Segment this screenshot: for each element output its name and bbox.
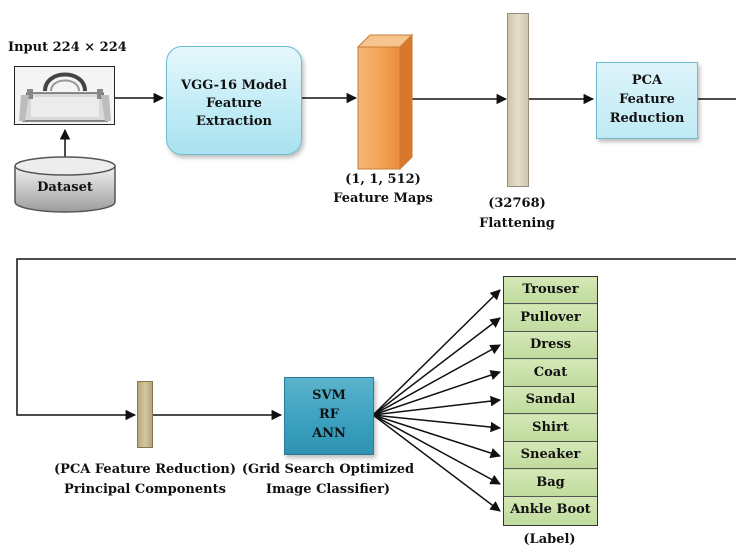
line-wraparound: [16, 258, 736, 421]
pca-label-line-1: PCA: [631, 73, 663, 88]
dataset-label: Dataset: [37, 180, 93, 195]
vgg-label-line-3: Extraction: [196, 114, 272, 129]
label-cell-ankle-boot: Ankle Boot: [504, 497, 597, 524]
label-cell-shirt: Shirt: [504, 414, 597, 442]
arrow-to-label-5: [372, 395, 502, 416]
arrow-to-label-2: [372, 317, 501, 416]
pca-feature-reduction-box: PCA Feature Reduction: [596, 62, 698, 139]
vgg16-feature-extraction-box: VGG-16 Model Feature Extraction: [166, 46, 302, 155]
arrow-to-label-4: [372, 370, 501, 416]
pc-caption-line-1: (PCA Feature Reduction): [54, 462, 236, 477]
label-caption: (Label): [523, 532, 576, 547]
classifier-caption-line-1: (Grid Search Optimized: [241, 462, 415, 477]
pca-label-line-2: Feature: [619, 92, 675, 107]
handbag-icon: [15, 67, 114, 124]
classifier-ann: ANN: [312, 426, 346, 441]
vgg-label-line-1: VGG-16 Model: [181, 78, 287, 93]
flatten-vector-bar: [507, 13, 529, 187]
arrow-to-label-8: [372, 414, 501, 485]
input-size-label: Input 224 × 224: [8, 40, 127, 55]
flatten-label: Flattening: [479, 216, 555, 231]
principal-components-bar: [137, 381, 153, 448]
feature-maps-label: Feature Maps: [333, 191, 433, 206]
label-cell-pullover: Pullover: [504, 304, 597, 332]
pc-caption-line-2: Principal Components: [64, 482, 226, 497]
arrow-to-label-6: [372, 414, 502, 433]
vgg-label-line-2: Feature: [206, 96, 262, 111]
pca-label-line-3: Reduction: [609, 111, 685, 126]
classifier-box: SVM RF ANN: [284, 377, 374, 455]
classifier-rf: RF: [318, 407, 340, 422]
label-cell-dress: Dress: [504, 332, 597, 359]
arrow-to-label-7: [372, 414, 501, 459]
classifier-caption-line-2: Image Classifier): [265, 482, 391, 497]
label-cell-bag: Bag: [504, 469, 597, 497]
label-table: Trouser Pullover Dress Coat Sandal Shirt…: [503, 276, 598, 526]
arrow-to-label-1: [372, 289, 501, 416]
feature-maps-shape: (1, 1, 512): [345, 172, 421, 187]
label-cell-sneaker: Sneaker: [504, 442, 597, 469]
handbag-sample-image: [14, 66, 115, 125]
label-cell-coat: Coat: [504, 359, 597, 387]
arrow-to-label-9: [372, 414, 501, 512]
arrow-to-label-3: [372, 344, 501, 416]
feature-maps-block: [356, 33, 414, 171]
classifier-svm: SVM: [312, 388, 346, 403]
flatten-shape: (32768): [488, 196, 546, 211]
label-cell-sandal: Sandal: [504, 387, 597, 414]
label-cell-trouser: Trouser: [504, 277, 597, 304]
dataset-cylinder: [14, 156, 116, 213]
